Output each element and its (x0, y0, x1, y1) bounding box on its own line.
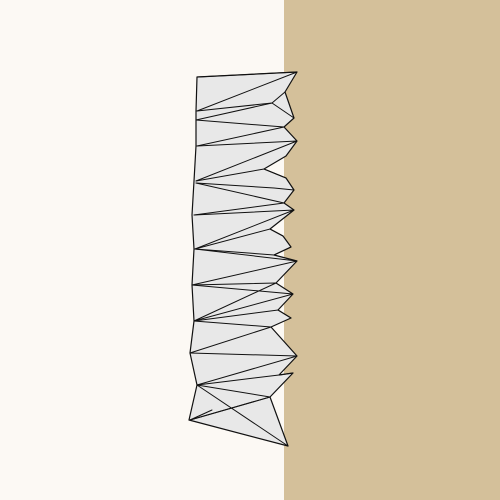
fold-crease-15 (193, 309, 292, 322)
fold-crease-1 (196, 71, 298, 112)
fold-crease-16 (189, 320, 272, 354)
fold-crease-10 (194, 228, 284, 250)
fold-crease-17 (189, 352, 298, 386)
fold-crease-6 (195, 168, 287, 182)
fold-crease-20 (196, 384, 289, 447)
fold-crease-22 (189, 409, 213, 421)
folded-paper-strip[interactable] (188, 71, 298, 447)
fold-crease-4 (195, 119, 285, 147)
fold-crease-18 (196, 372, 294, 386)
fold-crease-8 (193, 182, 285, 216)
fold-crease-11 (194, 246, 292, 256)
fold-crease-9 (193, 209, 295, 250)
fold-crease-21 (189, 396, 271, 421)
fold-crease-3 (195, 102, 295, 121)
fold-crease-12 (191, 248, 298, 286)
paper-outline (188, 71, 298, 447)
right-background-panel (284, 0, 500, 500)
fold-crease-13 (191, 282, 277, 322)
fold-crease-7 (195, 182, 295, 191)
fold-crease-5 (195, 140, 298, 182)
fold-crease-14 (191, 284, 294, 322)
